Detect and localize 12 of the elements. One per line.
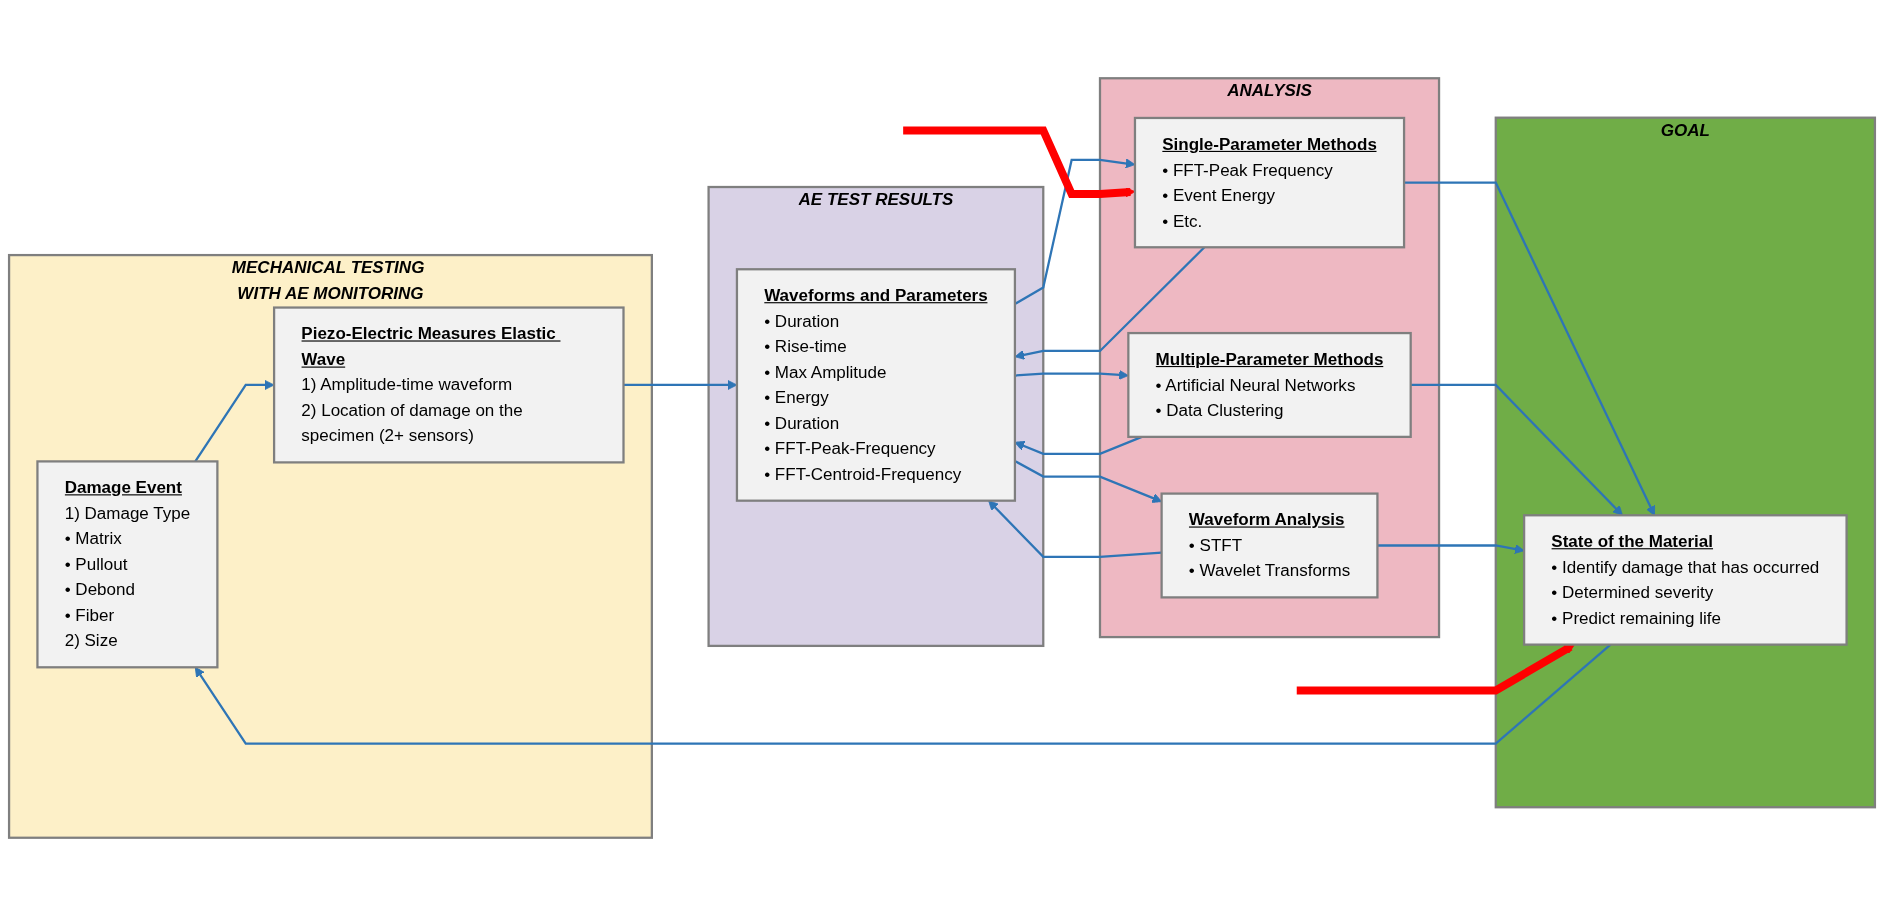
- node-box: Waveform Analysis • STFT • Wavelet Transforms: [1160, 492, 1379, 599]
- arrow: [1014, 369, 1129, 380]
- node-box: Waveforms and Parameters • Duration • Rise-time • Max Amplitude • Energy • Duration • FFT-Peak-Frequency • FFT-Centroid-Frequency: [735, 268, 1017, 502]
- node-box: Multiple-Parameter Methods • Artificial Neural Networks • Data Clustering: [1127, 331, 1412, 438]
- node-box: State of the Material • Identify damage that has occurred • Determined severity • Predict remaining life: [1523, 514, 1848, 646]
- arrow: [1377, 544, 1525, 554]
- arrow: [988, 500, 1162, 558]
- node-box: Piezo-Electric Measures Elastic Wave 1) Amplitude-time waveform 2) Location of damage on the specimen (2+ sensors): [272, 306, 625, 464]
- node-box: Damage Event 1) Damage Type • Matrix • Pullout • Debond • Fiber 2) Size: [36, 460, 219, 669]
- node-box: Single-Parameter Methods • FFT-Peak Frequency • Event Energy • Etc.: [1133, 116, 1406, 249]
- arrow: [1404, 181, 1656, 516]
- arrow: [1410, 383, 1623, 516]
